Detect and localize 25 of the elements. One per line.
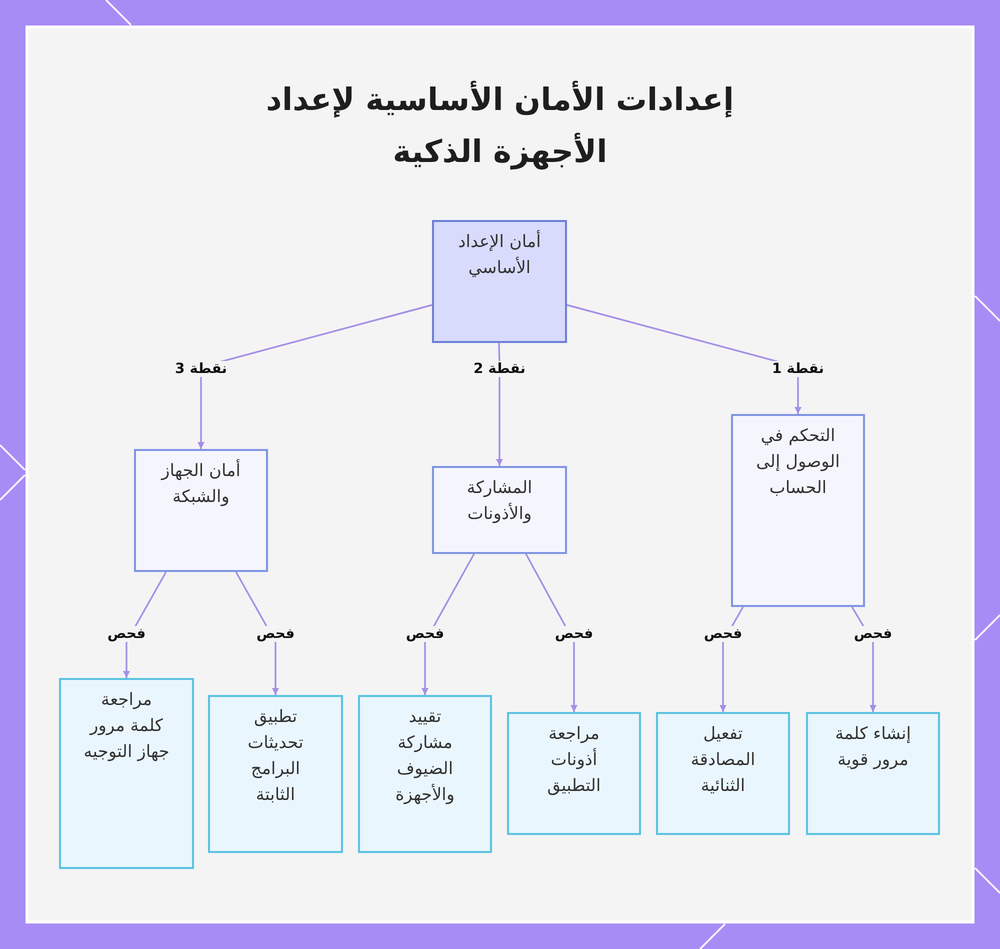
connector-arrow <box>198 304 432 449</box>
edge-label: نقطة 2 <box>473 361 526 377</box>
category-box: المشاركة والأذونات <box>432 466 567 554</box>
task-box: مراجعة كلمة مرور جهاز التوجيه <box>59 678 194 869</box>
root-box: أمان الإعداد الأساسي <box>432 220 567 343</box>
category-box: أمان الجهاز والشبكة <box>134 449 268 572</box>
task-box: تقييد مشاركة الضيوف والأجهزة <box>358 695 492 853</box>
edge-label: فحص <box>256 626 295 642</box>
connector-arrow <box>525 554 578 712</box>
edge-label: فحص <box>554 626 594 642</box>
edge-label: فحص <box>704 626 742 642</box>
title: إعدادات الأمان الأساسية لإعداد الأجهزة الذكية <box>265 80 735 172</box>
edge-label: نقطة 1 <box>772 361 824 377</box>
edge-label: فحص <box>854 626 892 642</box>
edge-label: فحص <box>406 626 444 642</box>
connector-arrow <box>496 342 503 466</box>
edge-label: نقطة 3 <box>174 361 228 377</box>
edge-label: فحص <box>107 626 146 642</box>
category-box: التحكم في الوصول إلى الحساب <box>731 414 865 607</box>
connector-arrow <box>566 304 802 414</box>
connector-arrow <box>422 554 475 695</box>
task-box: إنشاء كلمة مرور قوية <box>806 712 940 835</box>
task-box: تطبيق تحديثات البرامج الثابتة <box>208 695 343 853</box>
task-box: مراجعة أذونات التطبيق <box>507 712 641 835</box>
task-box: تفعيل المصادقة الثنائية <box>656 712 790 835</box>
